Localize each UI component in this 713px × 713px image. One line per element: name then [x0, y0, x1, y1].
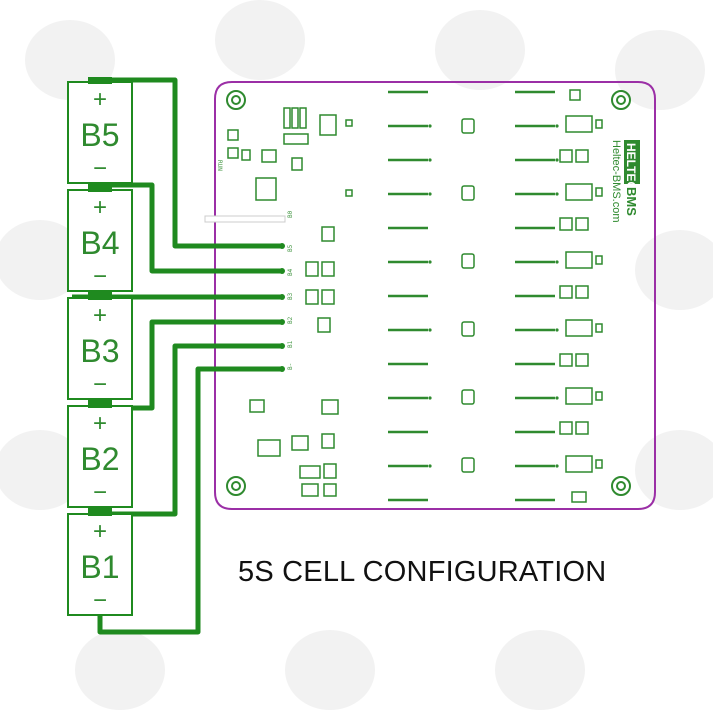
cell-b4: + B4 − — [67, 183, 133, 292]
pin-label-bminus: B- — [287, 363, 294, 370]
wire-terminals — [279, 243, 285, 372]
cell-b1-plus: + — [93, 518, 107, 545]
lower-left-components — [249, 226, 339, 497]
cell-b2-minus: − — [93, 479, 107, 506]
right-components — [559, 89, 603, 503]
brand-logo-text: HELTEC — [624, 143, 638, 190]
cell-b4-minus: − — [93, 263, 107, 290]
cell-b5-label: B5 — [80, 117, 119, 153]
pin-label-b0: B0 — [287, 210, 294, 218]
brand-website: Heltec-BMS.com — [610, 140, 622, 223]
cell-b3-minus: − — [93, 371, 107, 398]
cell-b3-label: B3 — [80, 333, 119, 369]
pin-label-b2: B2 — [287, 316, 294, 324]
cell-b2-plus: + — [93, 410, 107, 437]
connector-strip — [204, 215, 286, 223]
cell-b5-minus: − — [93, 155, 107, 182]
wire-b1 — [92, 343, 282, 517]
cell-b3-plus: + — [93, 302, 107, 329]
mosfet-dots — [428, 124, 559, 468]
cell-b3: + B3 − — [67, 291, 133, 400]
run-label: RUN — [216, 160, 223, 171]
mounting-holes — [226, 90, 631, 496]
mosfet-rows — [388, 90, 555, 502]
diagram-caption: 5S CELL CONFIGURATION — [238, 556, 607, 588]
pin-label-b4: B4 — [287, 268, 294, 276]
brand-suffix: BMS — [624, 187, 639, 216]
pin-label-b5: B5 — [287, 244, 294, 252]
cell-b1: + B1 − — [67, 507, 133, 616]
wire-bminus — [97, 366, 282, 635]
battery-stack: + B5 − + B4 − + B3 − + B2 − + — [67, 77, 133, 616]
cell-b1-minus: − — [93, 587, 107, 614]
board-outline — [214, 81, 656, 510]
cell-b1-label: B1 — [80, 549, 119, 585]
upper-left-components — [227, 107, 353, 201]
cell-b2-label: B2 — [80, 441, 119, 477]
cell-b2: + B2 − — [67, 399, 133, 508]
pin-label-b3: B3 — [287, 292, 294, 300]
cell-b5-plus: + — [93, 86, 107, 113]
wire-b4 — [92, 182, 282, 274]
pin-label-b1: B1 — [287, 340, 294, 348]
wire-b5 — [92, 77, 282, 249]
middle-components — [461, 118, 475, 473]
cell-b5: + B5 − — [67, 77, 133, 184]
pin-labels: B0 B5 B4 B3 B2 B1 B- RUN — [216, 160, 294, 370]
cell-b4-plus: + — [93, 194, 107, 221]
brand-logo: HELTEC BMS Heltec-BMS.com — [610, 140, 640, 223]
cell-b4-label: B4 — [80, 225, 119, 261]
